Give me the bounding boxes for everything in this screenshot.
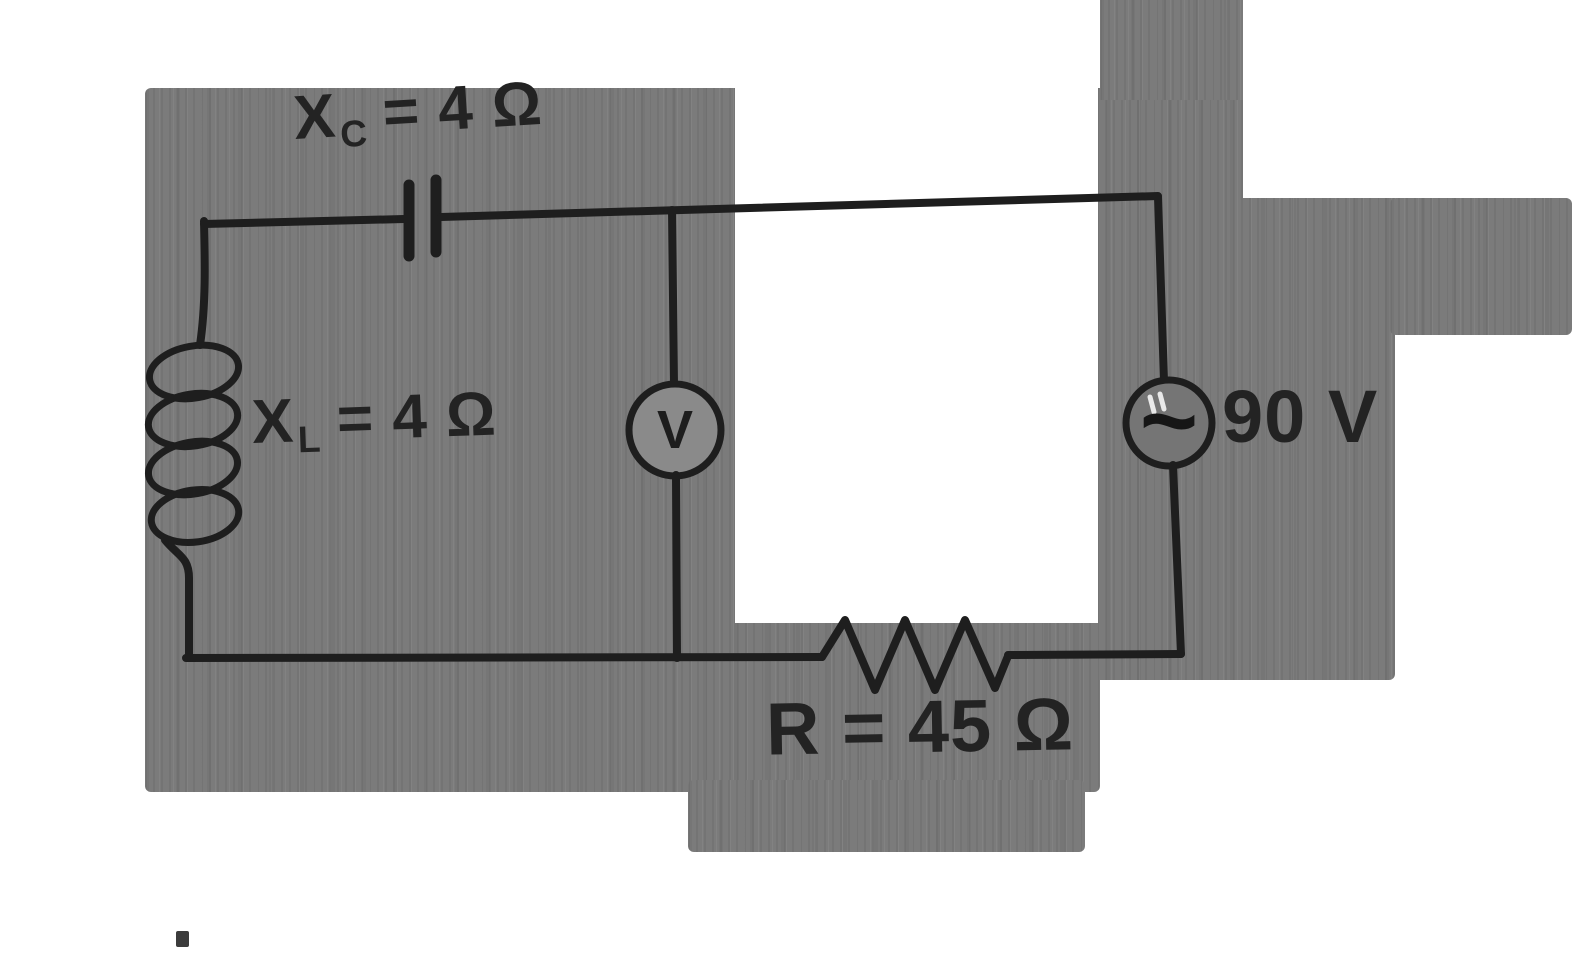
coil-loop-2 — [144, 389, 242, 451]
wire-left-lower — [161, 536, 193, 661]
bg-white-center — [735, 0, 1098, 623]
wire-voltmeter-lower — [672, 471, 681, 662]
wire-top-left — [200, 215, 408, 228]
coil-loop-1 — [145, 341, 243, 403]
capacitor-symbol-base: X — [291, 81, 339, 153]
inductor-value: = 4 Ω — [335, 379, 498, 455]
wire-voltmeter-upper — [668, 206, 678, 389]
capacitor-value: = 4 Ω — [380, 68, 545, 148]
bg-gray-lower-left — [145, 670, 1100, 792]
coil-loop-3 — [144, 437, 242, 499]
bg-white-top-right — [1243, 0, 1578, 198]
resistor-zigzag-icon — [818, 616, 1012, 694]
wire-bottom-left — [182, 653, 826, 662]
wire-left-upper — [196, 217, 209, 349]
wire-right-upper — [1154, 193, 1168, 385]
bg-gray-right-band — [1390, 198, 1572, 335]
ac-source-icon — [1122, 376, 1216, 470]
capacitor-symbol-sub: C — [338, 111, 370, 156]
inductor-symbol-sub: L — [297, 417, 323, 461]
wire-top-right — [437, 192, 1162, 221]
coil-loop-4 — [147, 486, 243, 546]
stray-ink-dot — [176, 931, 189, 947]
source-voltage-label: 90 V — [1222, 375, 1379, 458]
ac-source-glints — [1147, 391, 1167, 415]
bg-gray-resistor-label — [688, 780, 1085, 852]
resistor-label: R = 45 Ω — [765, 682, 1075, 771]
voltmeter-letter: V — [656, 400, 694, 460]
wire-right-lower — [1169, 461, 1185, 658]
bg-gray-top-right-corner — [1100, 0, 1243, 100]
ac-tilde-symbol: ~ — [1139, 364, 1199, 477]
inductor-symbol-base: X — [250, 386, 296, 457]
inductor-coil-icon — [144, 341, 243, 546]
wire-bottom-right — [1004, 650, 1185, 659]
inductor-label: XL = 4 Ω — [250, 379, 498, 461]
